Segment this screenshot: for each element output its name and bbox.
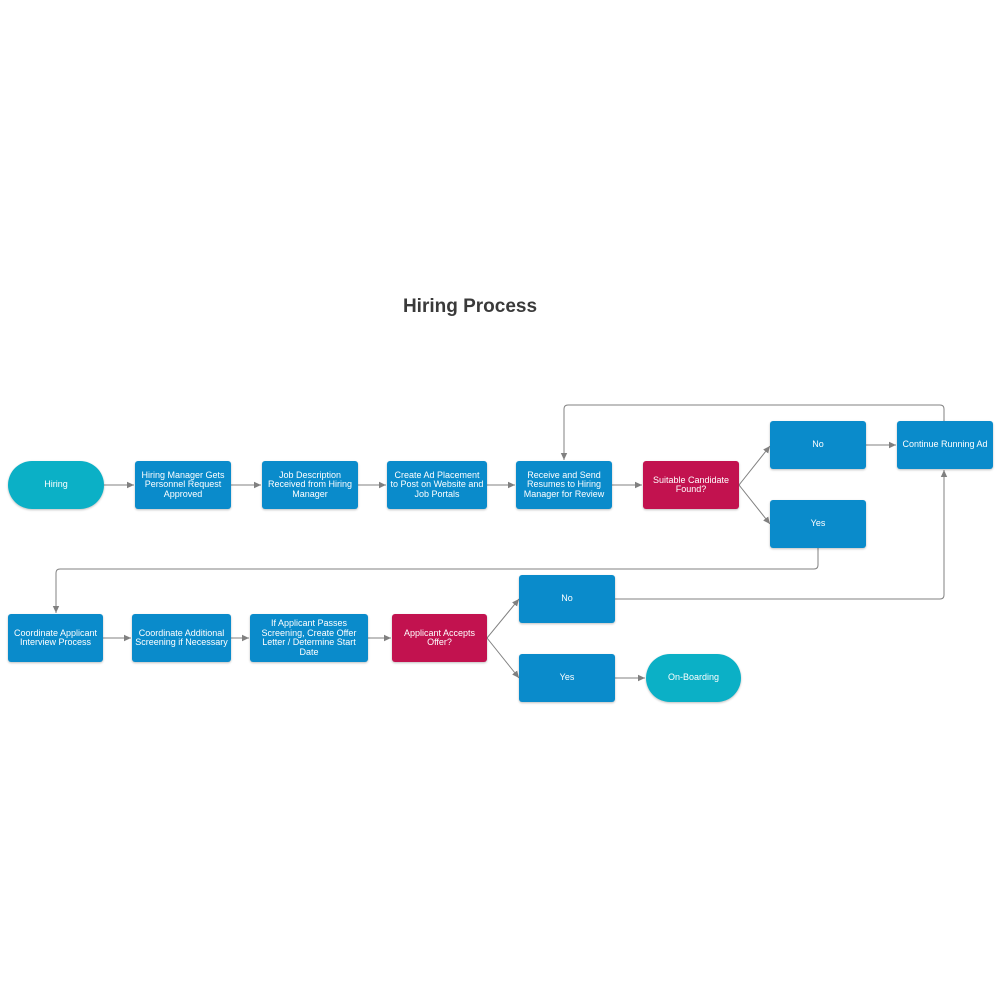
node-applicant-accepts[interactable]: Applicant Accepts Offer? xyxy=(392,614,487,662)
arrow-decision2-to-yes xyxy=(486,637,520,679)
arrow-no2-to-continue xyxy=(615,470,948,600)
arrow-decision1-to-no xyxy=(738,445,771,486)
node-coordinate-screening[interactable]: Coordinate Additional Screening if Neces… xyxy=(132,614,231,662)
node-personnel-request[interactable]: Hiring Manager Gets Personnel Request Ap… xyxy=(135,461,231,509)
node-coordinate-interview[interactable]: Coordinate Applicant Interview Process xyxy=(8,614,103,662)
node-yes-1[interactable]: Yes xyxy=(770,500,866,548)
node-job-description[interactable]: Job Description Received from Hiring Man… xyxy=(262,461,358,509)
arrow-continue-to-resumes xyxy=(560,404,945,460)
arrow-yes1-to-interview xyxy=(52,548,819,613)
node-ad-placement[interactable]: Create Ad Placement to Post on Website a… xyxy=(387,461,487,509)
node-suitable-candidate[interactable]: Suitable Candidate Found? xyxy=(643,461,739,509)
diagram-title: Hiring Process xyxy=(402,296,538,317)
arrow-decision2-to-no xyxy=(486,598,520,639)
node-offer-letter[interactable]: If Applicant Passes Screening, Create Of… xyxy=(250,614,368,662)
node-receive-resumes[interactable]: Receive and Send Resumes to Hiring Manag… xyxy=(516,461,612,509)
node-continue-running-ad[interactable]: Continue Running Ad xyxy=(897,421,993,469)
node-no-2[interactable]: No xyxy=(519,575,615,623)
node-onboarding[interactable]: On-Boarding xyxy=(646,654,741,702)
node-no-1[interactable]: No xyxy=(770,421,866,469)
node-yes-2[interactable]: Yes xyxy=(519,654,615,702)
arrow-decision1-to-yes xyxy=(738,484,771,525)
node-hiring[interactable]: Hiring xyxy=(8,461,104,509)
